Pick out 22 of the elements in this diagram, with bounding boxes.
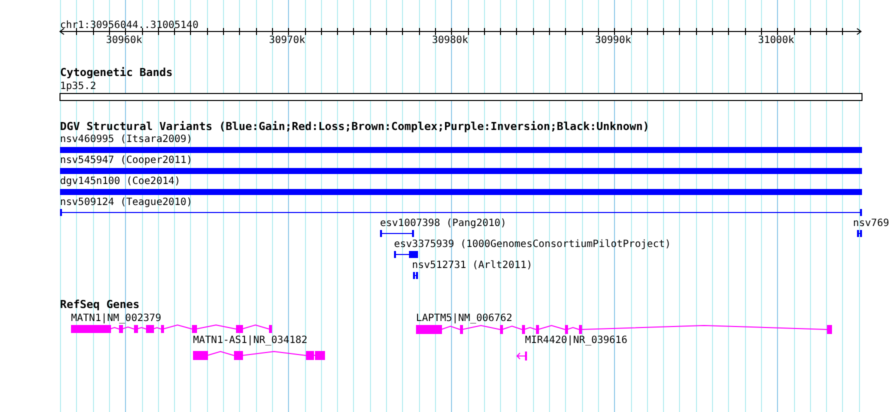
track-heading: RefSeq Genes [60, 299, 140, 311]
variant-label: esv1007398 (Pang2010) [380, 218, 506, 230]
gene-label: MATN1|NM_002379 [71, 313, 162, 325]
tick-label: 30980k [432, 35, 468, 47]
variant-label: nsv545947 (Cooper2011) [60, 155, 192, 167]
band-label: 1p35.2 [60, 81, 96, 93]
variant-label: esv3375939 (1000GenomesConsortiumPilotProject) [394, 239, 671, 251]
variant-label: nsv512731 (Arlt2011) [412, 260, 532, 272]
gene-label: MIR4420|NR_039616 [525, 335, 628, 347]
gene-label: LAPTM5|NM_006762 [416, 313, 512, 325]
tick-label: 30990k [595, 35, 632, 47]
variant-label: nsv509124 (Teague2010) [60, 197, 192, 209]
variant-label: nsv769 [853, 218, 890, 230]
tick-label: 30970k [269, 35, 306, 47]
variant-label: dgv145n100 (Coe2014) [60, 176, 180, 188]
variant-label: nsv460995 (Itsara2009) [60, 134, 192, 146]
coordinate-label: chr1:30956044..31005140 [60, 20, 198, 32]
tick-label: 30960k [106, 35, 142, 47]
tick-label: 31000k [758, 35, 794, 47]
track-heading: Cytogenetic Bands [60, 67, 173, 79]
track-heading: DGV Structural Variants (Blue:Gain;Red:Loss;Brown:Complex;Purple:Inversion;Black:Unknown) [60, 121, 650, 133]
gene-label: MATN1-AS1|NR_034182 [193, 335, 308, 347]
